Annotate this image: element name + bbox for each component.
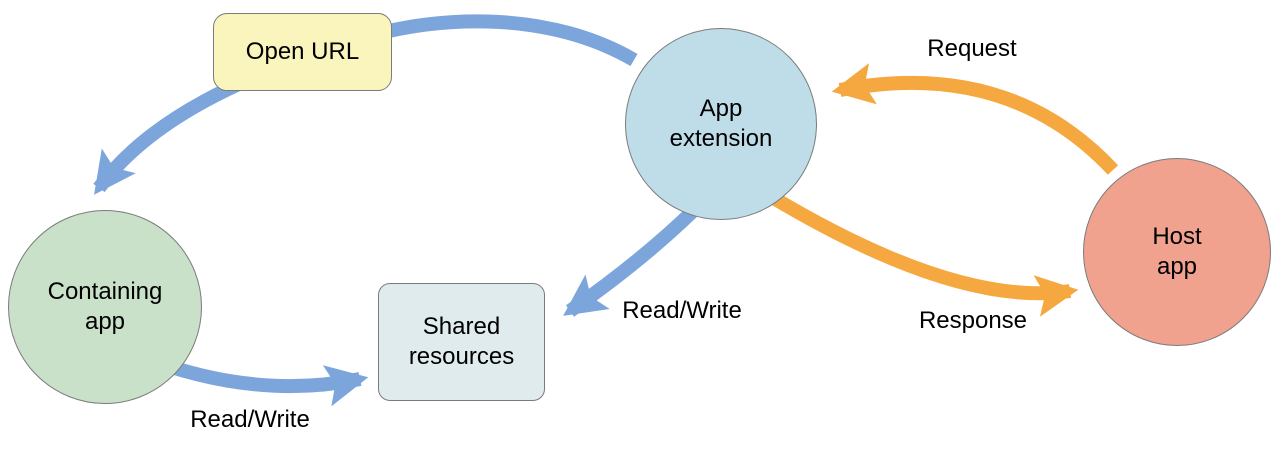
open-url-label: Open URL (245, 38, 360, 65)
node-open-url: Open URL (213, 13, 392, 91)
arrow-request (831, 63, 1119, 175)
edge-label-read-write-containing: Read/Write (190, 406, 310, 433)
host-app-label: Host app (1152, 223, 1202, 280)
app-extension-label: App extension (669, 95, 773, 152)
shared-resources-label: Shared resources (408, 313, 515, 370)
arrow-read-write-extension (563, 206, 697, 317)
node-shared-resources: Shared resources (378, 283, 545, 401)
containing-app-label: Containing app (47, 278, 163, 335)
edge-label-response: Response (918, 307, 1028, 334)
node-host-app: Host app (1083, 158, 1271, 346)
arrow-read-write-containing (165, 359, 369, 407)
edge-label-read-write-extension: Read/Write (622, 297, 742, 324)
node-app-extension: App extension (625, 28, 817, 220)
edge-label-request: Request (927, 35, 1017, 62)
arrow-response (768, 190, 1079, 317)
node-containing-app: Containing app (8, 210, 202, 404)
